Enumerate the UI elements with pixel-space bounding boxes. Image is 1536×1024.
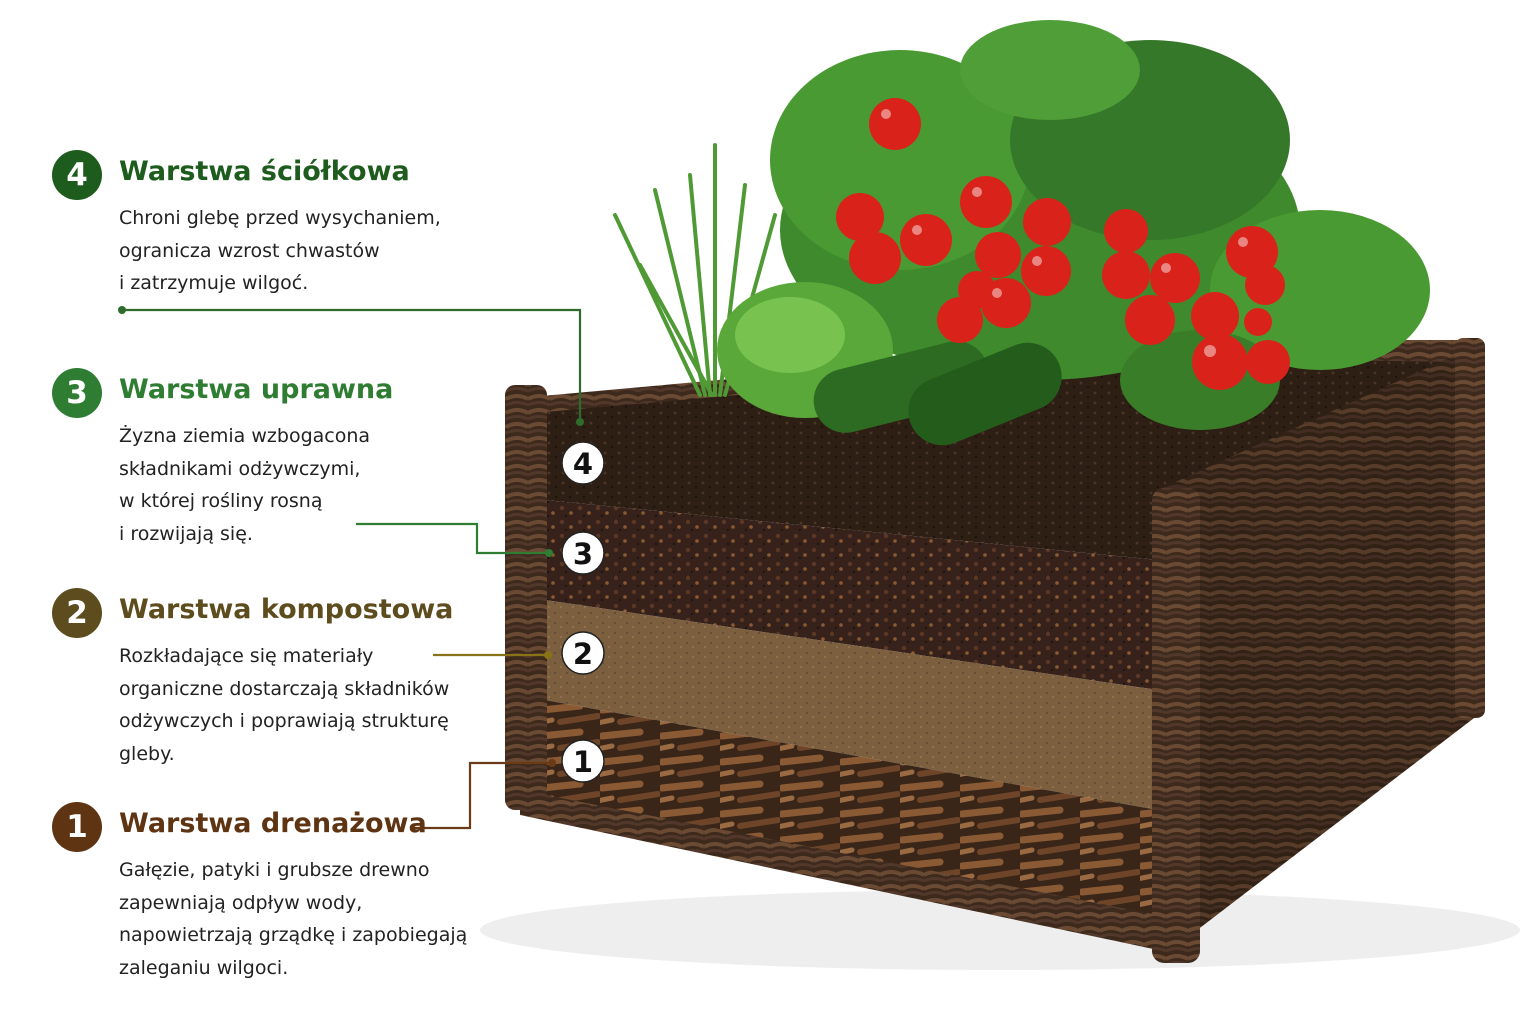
layer-title-4: Warstwa ściółkowa (119, 156, 410, 187)
leader-dot-4-start (118, 306, 126, 314)
compost-layer-section (545, 600, 1158, 810)
layer-badge-3: 3 (52, 368, 102, 418)
wicker-bottom-rail (520, 790, 1158, 950)
leader-line-3 (356, 522, 549, 555)
leader-dot-2 (544, 651, 552, 659)
section-marker-2: 2 (561, 631, 605, 675)
section-marker-4: 4 (561, 441, 605, 485)
wicker-right-wall (1158, 345, 1478, 960)
leader-dot-4-end (576, 418, 584, 426)
leader-dot-1 (548, 759, 556, 767)
leader-line-4 (122, 308, 582, 420)
cucumbers (813, 341, 1062, 446)
layer-badge-1: 1 (52, 802, 102, 852)
plants (613, 20, 1430, 446)
layer-title-3: Warstwa uprawna (119, 374, 394, 405)
layer-title-1: Warstwa drenażowa (119, 808, 427, 839)
tomato-highlights (881, 109, 1248, 357)
mulch-layer-section (545, 412, 1158, 560)
leader-line-1 (414, 761, 552, 830)
layer-description-3: Żyzna ziemia wzbogacona składnikami odży… (119, 425, 371, 545)
layer-description-1: Gałęzie, patyki i grubsze drewno zapewni… (119, 859, 468, 979)
section-marker-3: 3 (561, 531, 605, 575)
wicker-post-back-right (1455, 338, 1485, 718)
wicker-post-front-left (505, 385, 547, 810)
layer-title-2: Warstwa kompostowa (119, 594, 454, 625)
ground-shadow (480, 890, 1520, 970)
wicker-post-front-right (1152, 488, 1200, 963)
tomatoes (836, 98, 1290, 390)
lettuce-highlight (735, 297, 845, 373)
section-marker-1-label: 1 (573, 745, 593, 779)
layer-badge-2: 2 (52, 588, 102, 638)
layer-description-4: Chroni glebę przed wysychaniem, ogranicz… (119, 207, 441, 294)
wicker-right-wall-shade (1158, 345, 1478, 960)
soil-layer-section (545, 500, 1158, 690)
drainage-layer-section (545, 700, 1158, 930)
layer-description-2: Rozkładające się materiały organiczne do… (119, 645, 450, 765)
section-marker-2-label: 2 (573, 637, 593, 671)
leader-dot-3 (545, 549, 553, 557)
layer-badge-4: 4 (52, 150, 102, 200)
section-marker-3-label: 3 (573, 537, 593, 571)
section-marker-4-label: 4 (573, 447, 593, 481)
section-marker-1: 1 (561, 739, 605, 783)
